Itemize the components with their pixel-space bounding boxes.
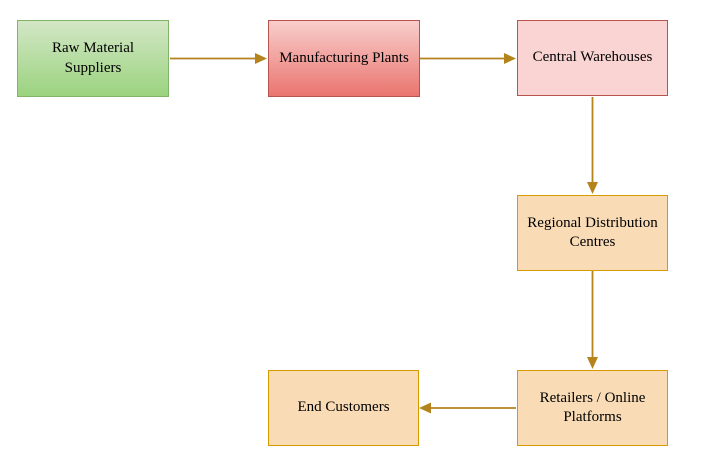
node-label: Regional Distribution Centres [527,214,658,251]
arrowhead-right-icon [255,53,267,64]
node-central-warehouses: Central Warehouses [517,20,668,96]
node-label: End Customers [297,399,390,416]
node-raw-material-suppliers: Raw Material Suppliers [17,20,169,97]
node-label: Retailers / Online Platforms [539,389,646,426]
node-end-customers: End Customers [268,370,419,446]
arrowhead-left-icon [419,402,431,414]
node-regional-distribution-centres: Regional Distribution Centres [517,195,668,271]
node-manufacturing-plants: Manufacturing Plants [268,20,420,97]
node-label: Raw Material Suppliers [51,40,135,76]
arrowhead-down-icon [587,357,598,369]
node-label: Central Warehouses [532,49,653,66]
arrowhead-down-icon [587,182,598,194]
node-retailers-online-platforms: Retailers / Online Platforms [517,370,668,446]
arrowhead-right-icon [504,53,516,64]
node-label: Manufacturing Plants [279,49,409,66]
